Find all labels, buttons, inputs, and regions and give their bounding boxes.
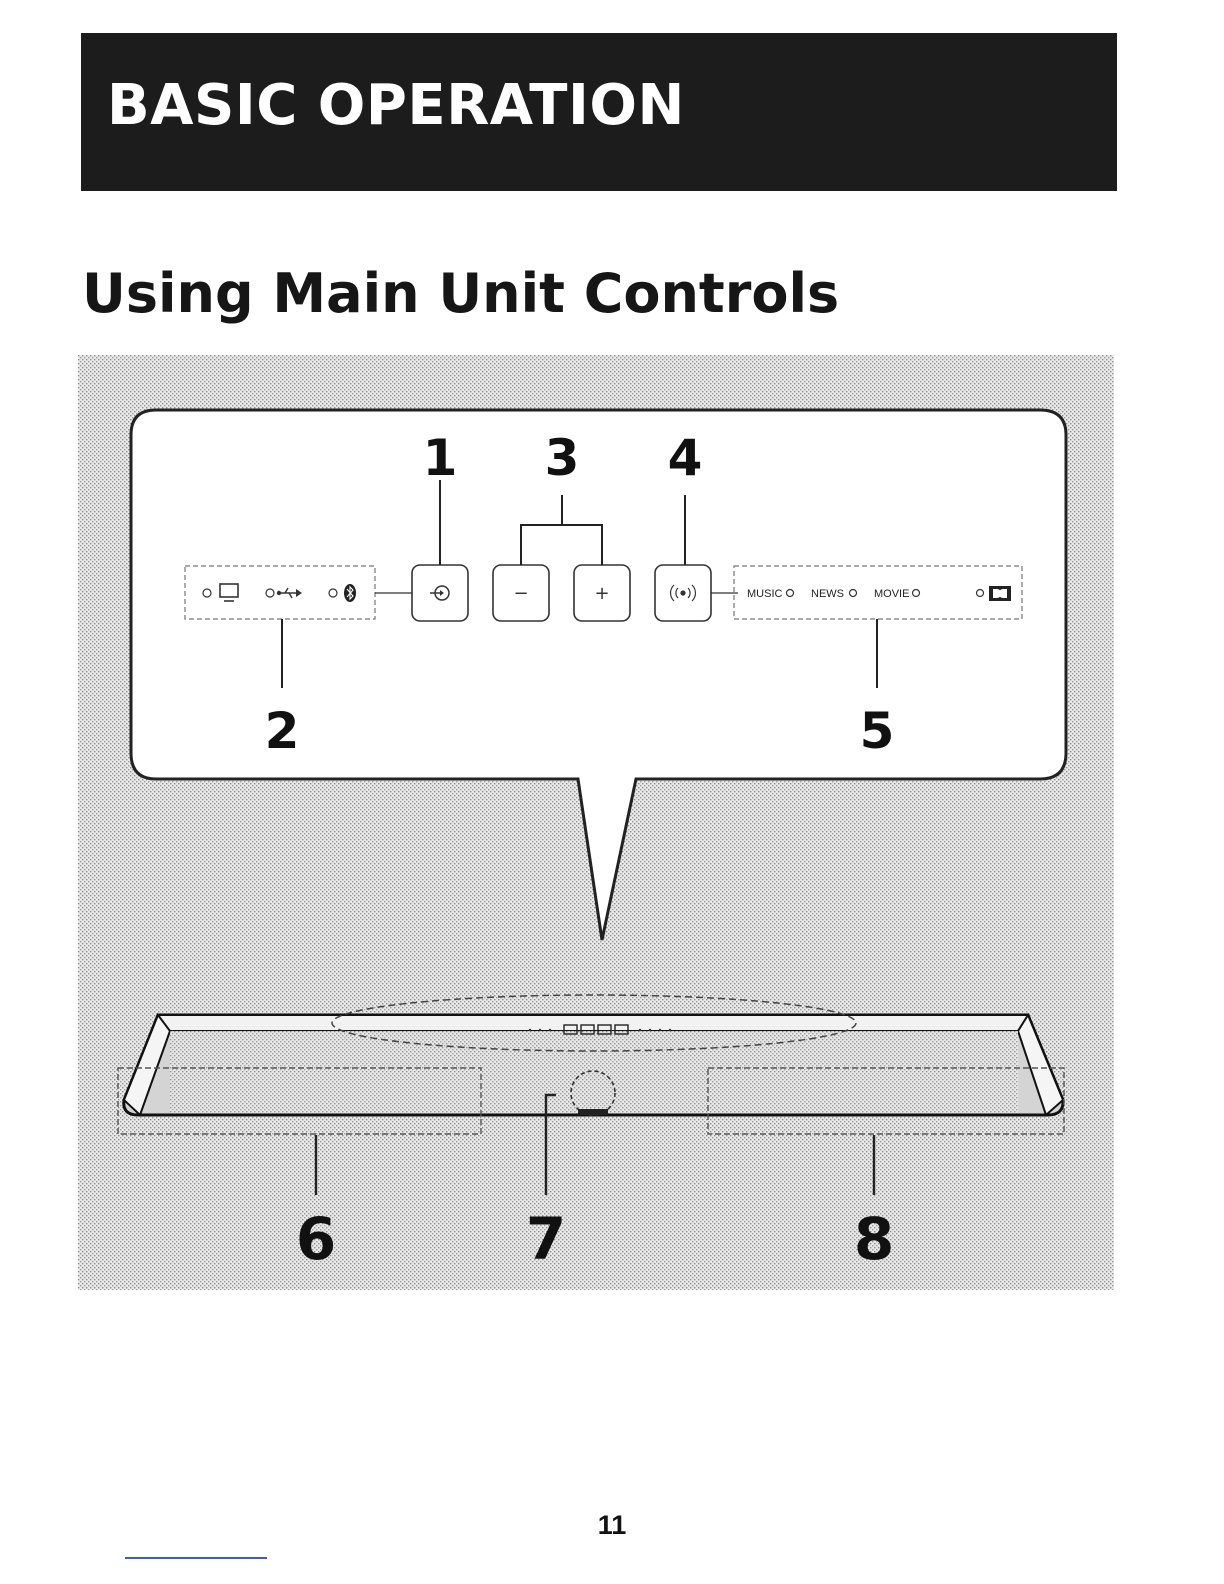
callout-7: 7 bbox=[526, 1205, 566, 1273]
page-number: 11 bbox=[0, 1510, 1224, 1541]
dolby-icon bbox=[989, 586, 1011, 601]
plus-icon: + bbox=[594, 583, 609, 604]
mode-label-music: MUSIC bbox=[747, 588, 783, 600]
mode-label-news: NEWS bbox=[811, 588, 844, 600]
header-bar: BASIC OPERATION bbox=[81, 33, 1117, 191]
footer-rule bbox=[125, 1557, 267, 1559]
soundbar-diagram: − + MUSIC NEWS MOVIE bbox=[78, 355, 1114, 1290]
bluetooth-icon bbox=[344, 584, 356, 602]
mode-label-movie: MOVIE bbox=[874, 588, 909, 600]
callout-4: 4 bbox=[668, 429, 703, 487]
callout-2: 2 bbox=[265, 702, 300, 760]
callout-6: 6 bbox=[296, 1205, 336, 1273]
section-title: Using Main Unit Controls bbox=[82, 262, 839, 325]
brand-logo bbox=[578, 1109, 608, 1115]
soundbar bbox=[118, 995, 1064, 1134]
minus-icon: − bbox=[513, 583, 528, 604]
header-title: BASIC OPERATION bbox=[107, 73, 685, 138]
callout-5: 5 bbox=[860, 702, 895, 760]
callout-1: 1 bbox=[423, 429, 458, 487]
callout-3: 3 bbox=[545, 429, 580, 487]
callout-8: 8 bbox=[854, 1205, 894, 1273]
